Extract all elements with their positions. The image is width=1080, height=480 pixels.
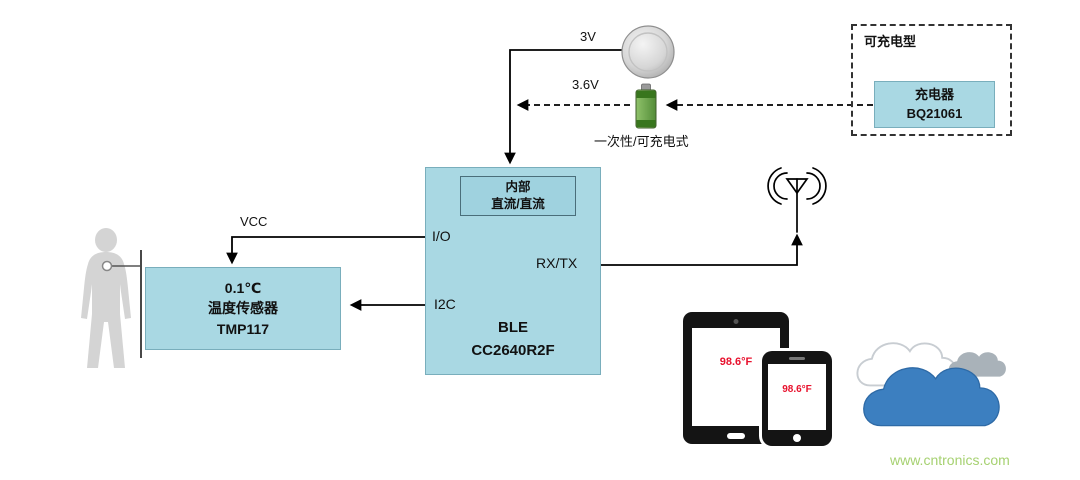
dcdc-label-line2: 直流/直流 <box>491 197 545 211</box>
phone-home-button <box>793 434 801 442</box>
sensor-contact-dot <box>101 260 113 272</box>
io-pin-label: I/O <box>432 228 451 244</box>
tablet-temperature-reading: 98.6°F <box>719 356 753 368</box>
rechargeable-group-box <box>851 24 1012 136</box>
vcc-wire-label: VCC <box>240 214 268 229</box>
vcc-wire <box>226 236 425 265</box>
tablet-home-button <box>727 433 745 439</box>
coin-cell-battery-icon <box>621 25 675 79</box>
antenna-icon <box>767 167 827 233</box>
coin-cell-wire <box>504 49 624 165</box>
bq21061-charger-block: 充电器 BQ21061 <box>874 81 995 128</box>
ble-cc2640r2f-block: 内部 直流/直流 BLE CC2640R2F <box>425 167 601 375</box>
cloud-icon <box>856 342 1006 427</box>
phone-speaker-slit <box>789 357 805 360</box>
rxtx-wire <box>601 233 803 266</box>
ble-part-label: CC2640R2F <box>471 342 555 360</box>
rechargeable-group-label: 可充电型 <box>864 34 917 49</box>
charger-part-label: BQ21061 <box>906 105 963 121</box>
charger-name-label: 充电器 <box>914 87 954 103</box>
internal-dcdc-block: 内部 直流/直流 <box>460 176 576 216</box>
human-body-icon <box>81 228 131 368</box>
phone-temperature-reading: 98.6°F <box>782 384 812 395</box>
sensor-accuracy-label: 0.1℃ <box>224 280 262 297</box>
sensor-name-label: 温度传感器 <box>208 300 278 317</box>
aaa-battery-icon <box>635 83 657 129</box>
tmp117-sensor-block: 0.1℃ 温度传感器 TMP117 <box>145 267 341 350</box>
tablet-camera-dot <box>733 319 739 324</box>
battery-type-label: 一次性/可充电式 <box>594 134 689 149</box>
i2c-pin-label: I2C <box>434 296 456 312</box>
ble-label: BLE <box>498 319 528 336</box>
dcdc-label-line1: 内部 <box>505 180 531 195</box>
phone-icon: 98.6°F <box>762 351 832 446</box>
ble-chip-name: BLE CC2640R2F <box>426 316 600 363</box>
3v-label: 3V <box>580 29 596 44</box>
rxtx-pin-label: RX/TX <box>536 255 578 271</box>
watermark-url: www.cntronics.com <box>890 452 1010 468</box>
sensor-part-label: TMP117 <box>216 320 270 337</box>
3v6-label: 3.6V <box>572 77 599 92</box>
phone-screen: 98.6°F <box>768 364 826 430</box>
